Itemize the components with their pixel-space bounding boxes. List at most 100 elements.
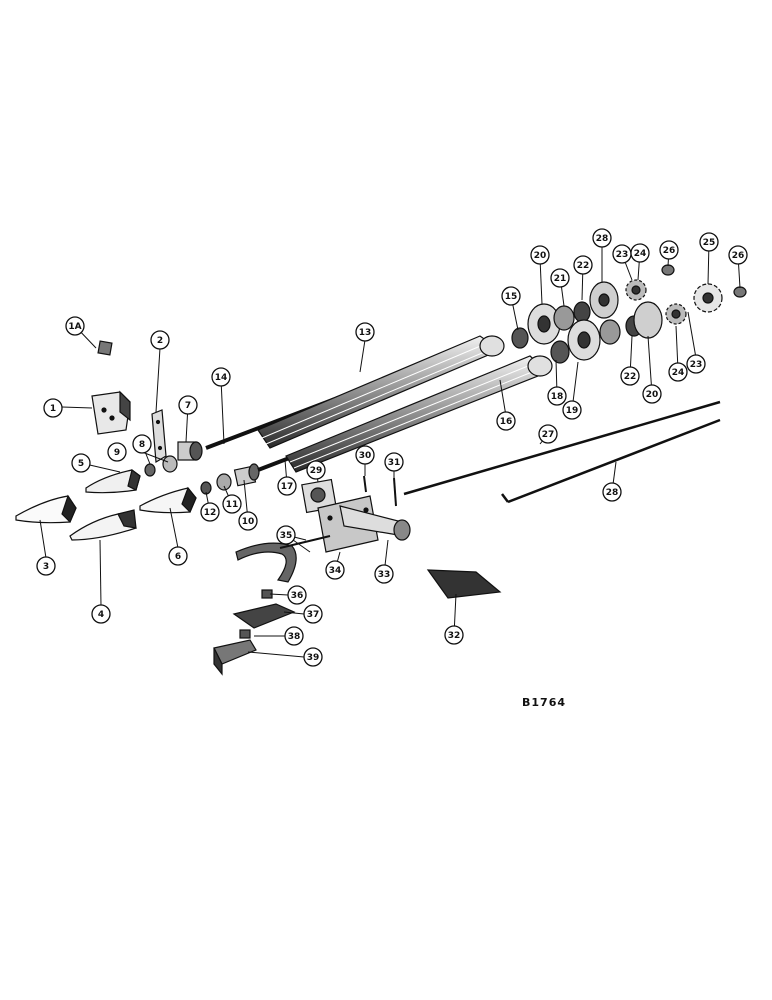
callout-label: 28 <box>596 234 609 244</box>
bracket-part <box>91 390 131 435</box>
callout-31: 31 <box>384 452 404 472</box>
sprocket-part <box>661 264 747 313</box>
callout-label: 16 <box>500 417 513 427</box>
pointer-6-part <box>139 486 197 514</box>
callout-label: 1 <box>50 404 56 414</box>
callout-label: 28 <box>606 488 619 498</box>
upper-shaft-part <box>205 335 505 450</box>
curved-arm-part <box>235 535 331 583</box>
callout-label: 22 <box>624 372 637 382</box>
pointer-4-part <box>69 509 137 541</box>
callout-14: 14 <box>211 367 231 387</box>
plate-32-part <box>426 569 502 599</box>
callout-29: 29 <box>306 460 326 480</box>
guide-5-part <box>85 468 141 494</box>
callout-23-upper: 23 <box>612 244 632 264</box>
callout-label: 17 <box>281 482 294 492</box>
rods-part <box>403 400 721 504</box>
plate-1a-part <box>97 340 113 356</box>
callout-label: 23 <box>616 250 629 260</box>
callout-19: 19 <box>562 400 582 420</box>
callout-label: 1A <box>68 322 81 332</box>
callout-label: 34 <box>329 566 342 576</box>
callout-10: 10 <box>238 511 258 531</box>
callout-label: 22 <box>577 261 590 271</box>
callout-23-lower: 23 <box>686 354 706 374</box>
callout-label: 21 <box>554 274 567 284</box>
callout-label: 10 <box>242 517 255 527</box>
callout-label: 39 <box>307 653 320 663</box>
callout-30: 30 <box>355 445 375 465</box>
callout-3: 3 <box>36 556 56 576</box>
callout-36: 36 <box>287 585 307 605</box>
callout-33: 33 <box>374 564 394 584</box>
lower-drive-part <box>550 301 687 364</box>
callout-13: 13 <box>355 322 375 342</box>
callout-26-upper: 26 <box>659 240 679 260</box>
callout-34: 34 <box>325 560 345 580</box>
callout-label: 24 <box>634 249 647 259</box>
callout-label: 3 <box>43 562 49 572</box>
callout-label: 30 <box>359 451 372 461</box>
callout-39: 39 <box>303 647 323 667</box>
callout-17: 17 <box>277 476 297 496</box>
callout-label: 9 <box>114 448 120 458</box>
callout-label: 18 <box>551 392 564 402</box>
bearing-part <box>177 441 203 461</box>
callout-label: 20 <box>534 251 547 261</box>
callout-label: 2 <box>157 336 163 346</box>
callout-2: 2 <box>150 330 170 350</box>
callout-label: 19 <box>566 406 579 416</box>
callout-35: 35 <box>276 525 296 545</box>
callout-label: 14 <box>215 373 228 383</box>
callout-28-upper: 28 <box>592 228 612 248</box>
strap-part <box>151 409 167 464</box>
callout-label: 11 <box>226 500 239 510</box>
callout-label: 24 <box>672 368 685 378</box>
callout-27: 27 <box>538 424 558 444</box>
lower-shaft-part <box>257 355 553 473</box>
callout-label: 36 <box>291 591 304 601</box>
callout-18: 18 <box>547 386 567 406</box>
flange-29-part <box>301 478 337 514</box>
callout-label: 25 <box>703 238 716 248</box>
callout-label: 27 <box>542 430 555 440</box>
callout-12: 12 <box>200 502 220 522</box>
callout-label: 15 <box>505 292 518 302</box>
callout-20-upper: 20 <box>530 245 550 265</box>
callout-label: 31 <box>388 458 401 468</box>
housing-part <box>317 495 411 553</box>
callout-label: 5 <box>78 459 84 469</box>
callout-15: 15 <box>501 286 521 306</box>
callout-label: 26 <box>663 246 676 256</box>
callout-label: 38 <box>288 632 301 642</box>
callout-label: 12 <box>204 508 217 518</box>
callout-label: 33 <box>378 570 391 580</box>
callout-20-lower: 20 <box>642 384 662 404</box>
callout-26-right: 26 <box>728 245 748 265</box>
angle-39-part <box>213 629 257 676</box>
callout-4: 4 <box>91 604 111 624</box>
callout-label: 20 <box>646 390 659 400</box>
callout-label: 23 <box>690 360 703 370</box>
callouts: 1A 1 2 3 4 5 6 7 8 9 10 11 12 13 14 15 1… <box>36 228 748 667</box>
callout-16: 16 <box>496 411 516 431</box>
callout-label: 4 <box>98 610 104 620</box>
callout-label: 7 <box>185 401 191 411</box>
callout-11: 11 <box>222 494 242 514</box>
figure-code: B1764 <box>522 696 566 709</box>
callout-label: 13 <box>359 328 372 338</box>
callout-38: 38 <box>284 626 304 646</box>
plate-37-part <box>232 589 296 629</box>
callout-label: 8 <box>139 440 145 450</box>
callout-7: 7 <box>178 395 198 415</box>
callout-9: 9 <box>107 442 127 462</box>
callout-1: 1 <box>43 398 63 418</box>
callout-21: 21 <box>550 268 570 288</box>
callout-label: 32 <box>448 631 461 641</box>
callout-24-upper: 24 <box>630 243 650 263</box>
callout-label: 26 <box>732 251 745 261</box>
callout-24-lower: 24 <box>668 362 688 382</box>
callout-22-upper: 22 <box>573 255 593 275</box>
